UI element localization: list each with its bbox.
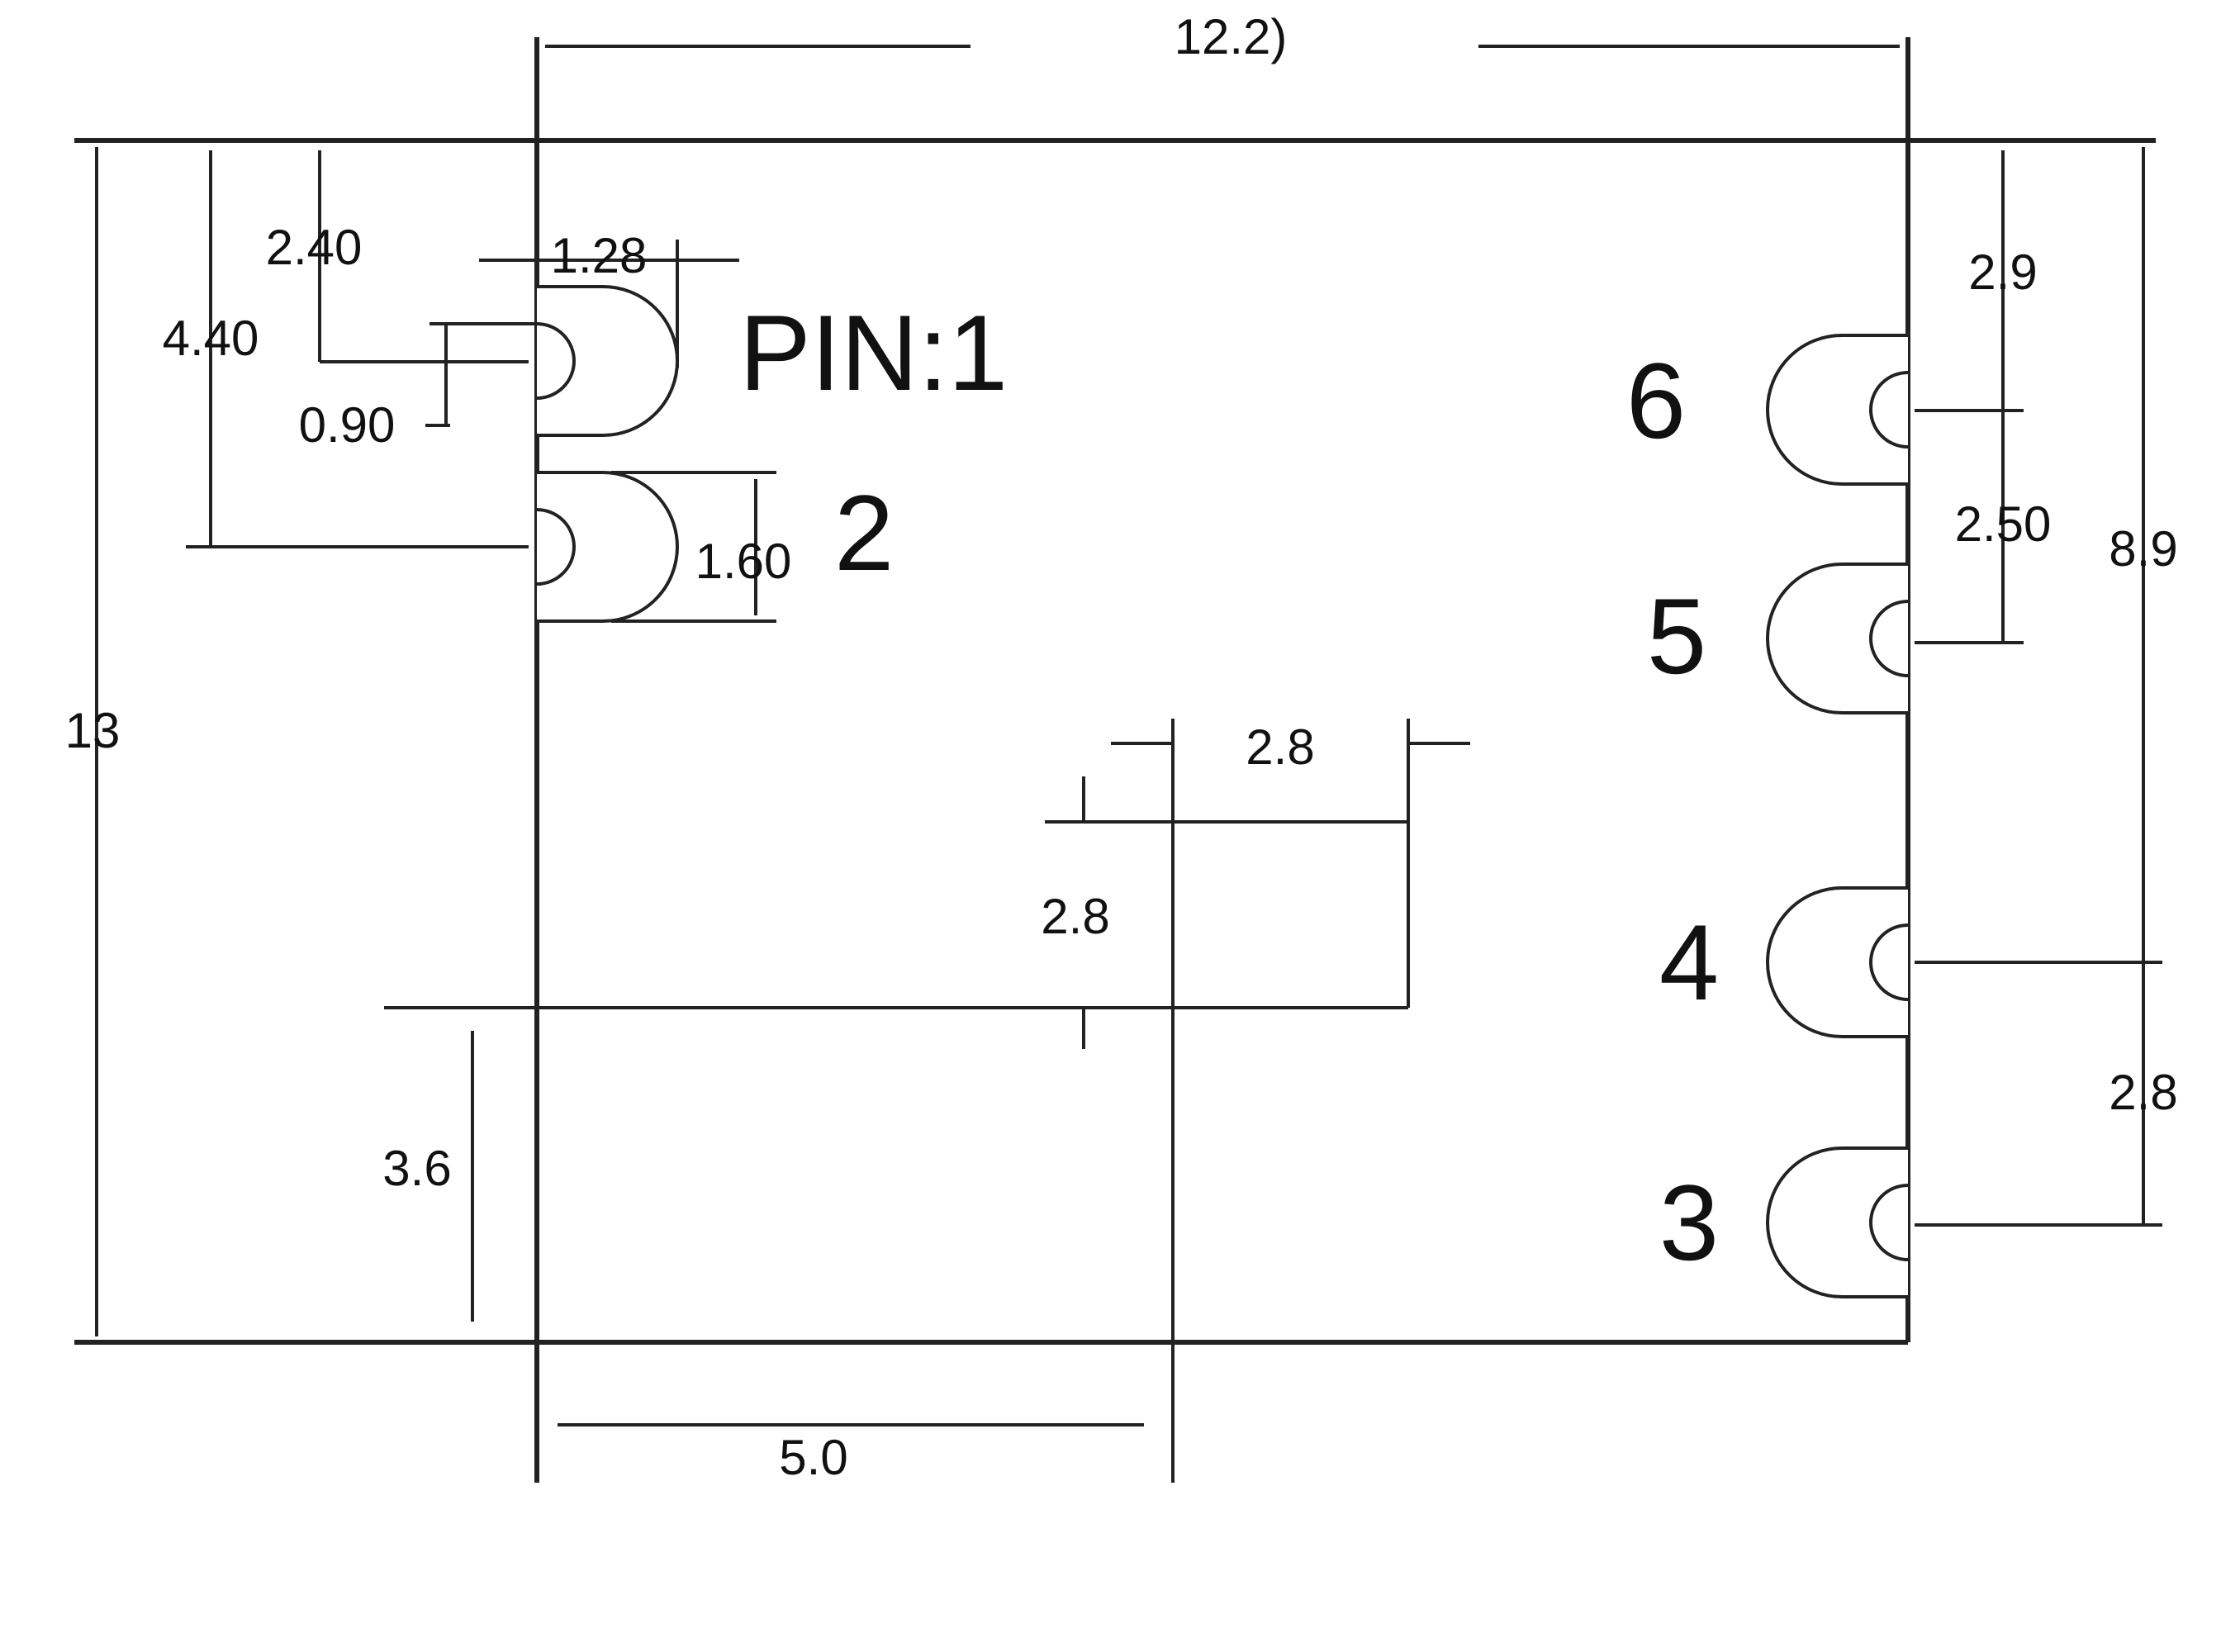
pin1-offset-label: 2.40: [266, 220, 363, 275]
pin4-label: 4: [1659, 902, 1719, 1023]
right-span-label: 8.9: [2109, 521, 2177, 577]
pin4-pad: [1766, 886, 1909, 1038]
pad-width-dimension: [479, 240, 739, 368]
pin3-label: 3: [1659, 1162, 1719, 1283]
left-height-label: 13: [65, 703, 121, 758]
pin6-pad: [1766, 334, 1909, 486]
pin5-label: 5: [1647, 576, 1706, 696]
left-lower-label: 3.6: [382, 1141, 451, 1196]
center-width-label: 2.8: [1246, 719, 1314, 775]
pin2-pad: [536, 471, 679, 623]
slot-width-label: 0.90: [299, 397, 396, 453]
pin2-offset-dimension: [186, 150, 529, 548]
pad-height-label: 1.60: [695, 534, 792, 589]
pin2-label: 2: [834, 472, 894, 593]
bottom-offset-label: 5.0: [779, 1430, 847, 1485]
right-lower-label: 2.8: [2109, 1065, 2177, 1120]
pad-height-dimension: [611, 471, 776, 623]
center-height-label: 2.8: [1041, 889, 1109, 944]
top-width-label: 12.2): [1175, 9, 1288, 64]
pin6-label: 6: [1626, 340, 1686, 461]
right-span-dimension: [1915, 147, 2162, 1227]
right-top-label: 2.9: [1968, 244, 2037, 300]
pin3-pad: [1766, 1146, 1909, 1298]
right-pitch-dimension: [1915, 150, 2024, 644]
pin2-offset-label: 4.40: [163, 311, 259, 366]
pin1-offset-dimension: [318, 150, 529, 363]
slot-width-dimension: [425, 322, 537, 427]
center-dimension: [384, 719, 1470, 1483]
pin1-pad: [536, 285, 679, 437]
right-pitch-label: 2.50: [1955, 496, 2052, 552]
pad-width-label: 1.28: [551, 228, 648, 283]
package-outline: [74, 37, 2156, 1483]
pin5-pad: [1766, 563, 1909, 714]
pin1-label: PIN:1: [739, 292, 1008, 413]
